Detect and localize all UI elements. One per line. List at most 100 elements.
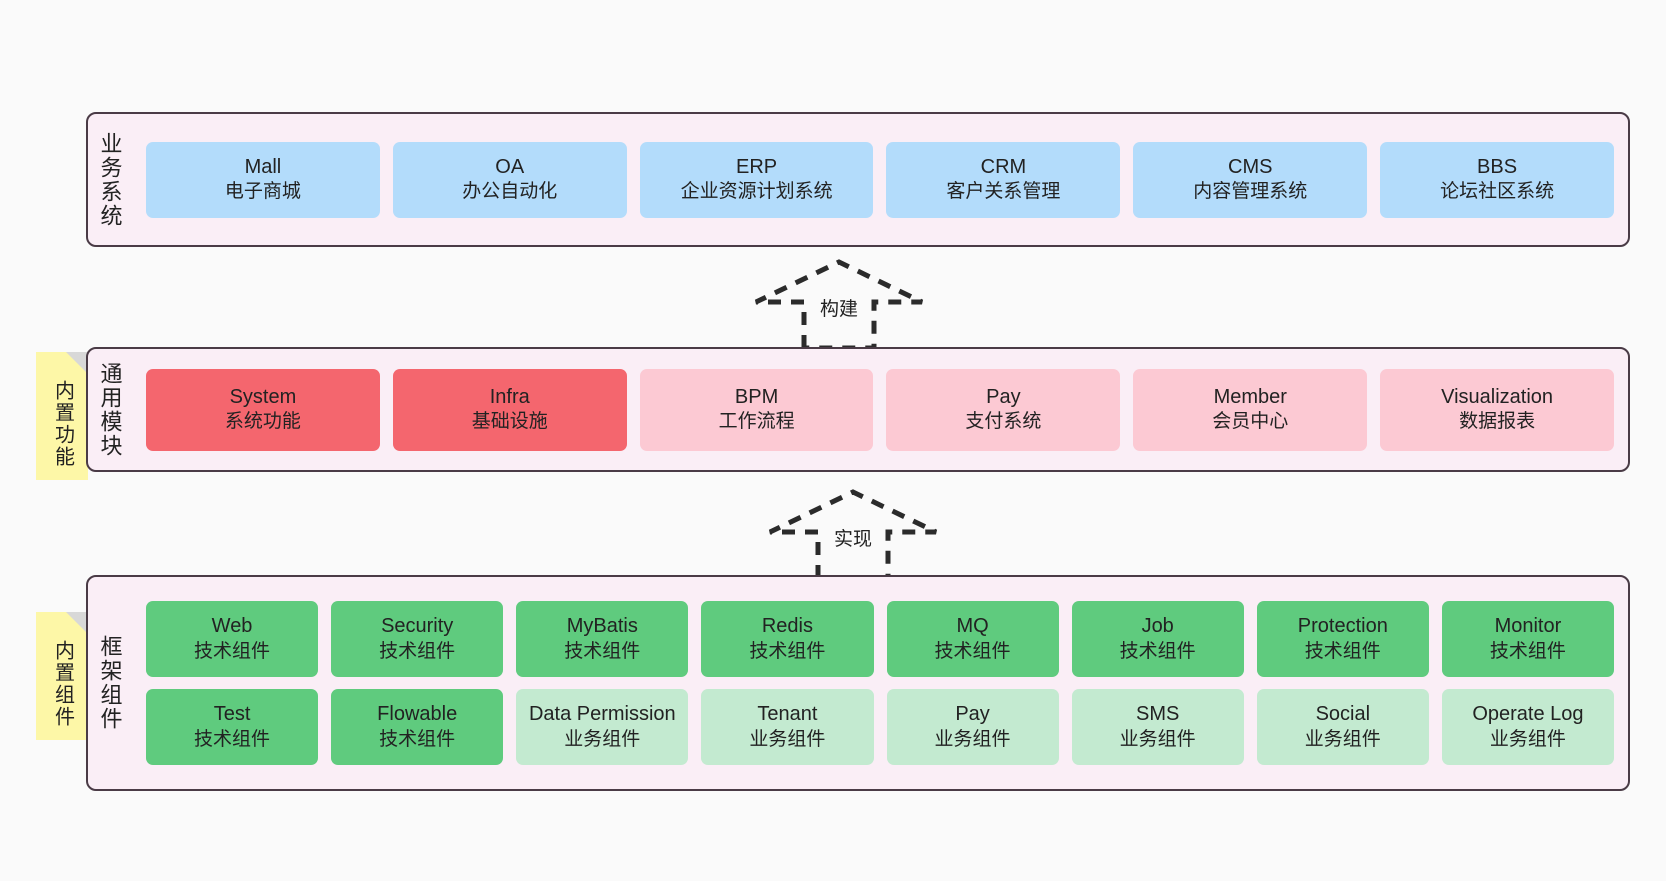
framework-box-redis[interactable]: Redis 技术组件 <box>701 601 874 677</box>
framework-box-job-name: Job <box>1141 615 1174 638</box>
framework-box-social-desc: 业务组件 <box>1304 728 1381 750</box>
common-box-visualization[interactable]: Visualization 数据报表 <box>1380 368 1614 451</box>
framework-box-web-desc: 技术组件 <box>194 640 271 662</box>
connector-build-label: 构建 <box>819 299 858 320</box>
framework-box-mq[interactable]: MQ 技术组件 <box>886 601 1059 677</box>
framework-box-flowable[interactable]: Flowable 技术组件 <box>331 689 504 765</box>
framework-box-social-name: Social <box>1315 703 1371 726</box>
framework-box-security[interactable]: Security 技术组件 <box>331 601 504 677</box>
note-builtin-component: 内置组件 <box>36 612 88 740</box>
connector-implement: 实现 <box>758 488 948 581</box>
common-box-system-desc: 系统功能 <box>224 411 301 433</box>
common-box-infra-desc: 基础设施 <box>471 411 548 433</box>
framework-box-mybatis[interactable]: MyBatis 技术组件 <box>516 601 689 677</box>
business-box-mall-name: Mall <box>244 155 282 178</box>
framework-box-protection-name: Protection <box>1297 615 1388 638</box>
framework-box-data-permission[interactable]: Data Permission 业务组件 <box>516 689 689 765</box>
business-box-mall[interactable]: Mall 电子商城 <box>146 141 380 218</box>
framework-box-mybatis-name: MyBatis <box>566 615 638 638</box>
common-box-pay-desc: 支付系统 <box>965 411 1042 433</box>
framework-box-data-permission-name: Data Permission <box>528 703 676 726</box>
framework-box-test-name: Test <box>213 703 251 726</box>
business-box-oa[interactable]: OA 办公自动化 <box>392 141 627 218</box>
business-box-bbs[interactable]: BBS 论坛社区系统 <box>1380 141 1614 218</box>
common-box-infra-name: Infra <box>489 385 530 408</box>
framework-box-tenant-name: Tenant <box>757 703 818 726</box>
layer-business-system: 业务系统 Mall 电子商城 OA 办公自动化 ERP 企业资源计划系统 CRM <box>86 112 1630 247</box>
framework-box-job-desc: 技术组件 <box>1119 640 1196 662</box>
note-builtin-function: 内置功能 <box>36 352 88 480</box>
framework-box-grid: Web 技术组件 Security 技术组件 MyBatis 技术组件 Redi… <box>146 601 1614 765</box>
framework-box-tenant-desc: 业务组件 <box>749 728 826 750</box>
business-box-cms-name: CMS <box>1228 155 1273 178</box>
framework-box-operate-log[interactable]: Operate Log 业务组件 <box>1441 689 1614 765</box>
framework-box-operate-log-desc: 业务组件 <box>1489 728 1566 750</box>
framework-box-protection-desc: 技术组件 <box>1304 640 1381 662</box>
hollow-arrow-up-icon <box>754 259 924 351</box>
common-box-bpm[interactable]: BPM 工作流程 <box>639 368 874 451</box>
business-box-erp-desc: 企业资源计划系统 <box>680 181 833 203</box>
common-box-grid: System 系统功能 Infra 基础设施 BPM 工作流程 Pay 支付系统… <box>146 368 1614 451</box>
framework-box-monitor-name: Monitor <box>1494 615 1562 638</box>
framework-box-tenant[interactable]: Tenant 业务组件 <box>701 689 874 765</box>
framework-box-flowable-desc: 技术组件 <box>379 728 456 750</box>
common-box-bpm-name: BPM <box>734 385 779 408</box>
framework-box-monitor[interactable]: Monitor 技术组件 <box>1441 601 1614 677</box>
framework-box-web[interactable]: Web 技术组件 <box>146 601 319 677</box>
common-box-pay-name: Pay <box>986 385 1021 408</box>
framework-box-job[interactable]: Job 技术组件 <box>1071 601 1244 677</box>
layer-framework-title: 框架组件 <box>97 635 123 731</box>
framework-box-test-desc: 技术组件 <box>194 728 271 750</box>
hollow-arrow-up-icon <box>768 489 938 581</box>
business-box-oa-desc: 办公自动化 <box>462 181 558 203</box>
layer-common-title: 通用模块 <box>97 361 123 458</box>
common-box-visualization-name: Visualization <box>1441 385 1554 408</box>
framework-box-redis-name: Redis <box>761 615 813 638</box>
connector-implement-label: 实现 <box>833 529 872 550</box>
layer-common-module: 通用模块 System 系统功能 Infra 基础设施 BPM 工作流程 Pay <box>86 347 1630 472</box>
framework-box-data-permission-desc: 业务组件 <box>564 728 641 750</box>
business-box-erp[interactable]: ERP 企业资源计划系统 <box>639 141 874 218</box>
common-box-system-name: System <box>229 385 297 408</box>
common-box-member[interactable]: Member 会员中心 <box>1133 368 1368 451</box>
framework-box-sms[interactable]: SMS 业务组件 <box>1071 689 1244 765</box>
layer-business-title: 业务系统 <box>97 131 123 228</box>
framework-box-operate-log-name: Operate Log <box>1472 703 1584 726</box>
framework-box-mq-desc: 技术组件 <box>934 640 1011 662</box>
business-box-oa-name: OA <box>495 155 525 178</box>
framework-box-mq-name: MQ <box>956 615 989 638</box>
framework-box-monitor-desc: 技术组件 <box>1489 640 1566 662</box>
layer-framework-component: 框架组件 Web 技术组件 Security 技术组件 MyBatis 技术组件… <box>86 575 1630 791</box>
common-box-infra[interactable]: Infra 基础设施 <box>392 368 627 451</box>
common-box-system[interactable]: System 系统功能 <box>146 368 380 451</box>
business-box-crm[interactable]: CRM 客户关系管理 <box>886 141 1121 218</box>
framework-box-redis-desc: 技术组件 <box>749 640 826 662</box>
common-box-pay[interactable]: Pay 支付系统 <box>886 368 1121 451</box>
connector-build: 构建 <box>744 258 934 351</box>
framework-box-sms-name: SMS <box>1136 703 1180 726</box>
framework-box-pay-desc: 业务组件 <box>934 728 1011 750</box>
framework-box-social[interactable]: Social 业务组件 <box>1256 689 1429 765</box>
framework-box-mybatis-desc: 技术组件 <box>564 640 641 662</box>
framework-box-pay[interactable]: Pay 业务组件 <box>886 689 1059 765</box>
framework-box-flowable-name: Flowable <box>377 703 458 726</box>
business-box-grid: Mall 电子商城 OA 办公自动化 ERP 企业资源计划系统 CRM 客户关系… <box>146 141 1614 218</box>
business-box-cms-desc: 内容管理系统 <box>1193 181 1308 203</box>
common-box-visualization-desc: 数据报表 <box>1459 411 1536 433</box>
framework-box-security-name: Security <box>381 615 454 638</box>
note-builtin-function-label: 内置功能 <box>51 380 74 468</box>
business-box-erp-name: ERP <box>736 155 778 178</box>
framework-box-protection[interactable]: Protection 技术组件 <box>1256 601 1429 677</box>
business-box-crm-name: CRM <box>980 155 1027 178</box>
framework-box-security-desc: 技术组件 <box>379 640 456 662</box>
framework-box-test[interactable]: Test 技术组件 <box>146 689 319 765</box>
common-box-member-name: Member <box>1213 385 1287 408</box>
common-box-bpm-desc: 工作流程 <box>718 411 795 433</box>
business-box-crm-desc: 客户关系管理 <box>946 181 1061 203</box>
business-box-bbs-desc: 论坛社区系统 <box>1440 181 1555 203</box>
layer-business-body: Mall 电子商城 OA 办公自动化 ERP 企业资源计划系统 CRM 客户关系… <box>132 114 1628 245</box>
business-box-bbs-name: BBS <box>1477 155 1518 178</box>
business-box-cms[interactable]: CMS 内容管理系统 <box>1133 141 1368 218</box>
common-box-member-desc: 会员中心 <box>1212 411 1289 433</box>
